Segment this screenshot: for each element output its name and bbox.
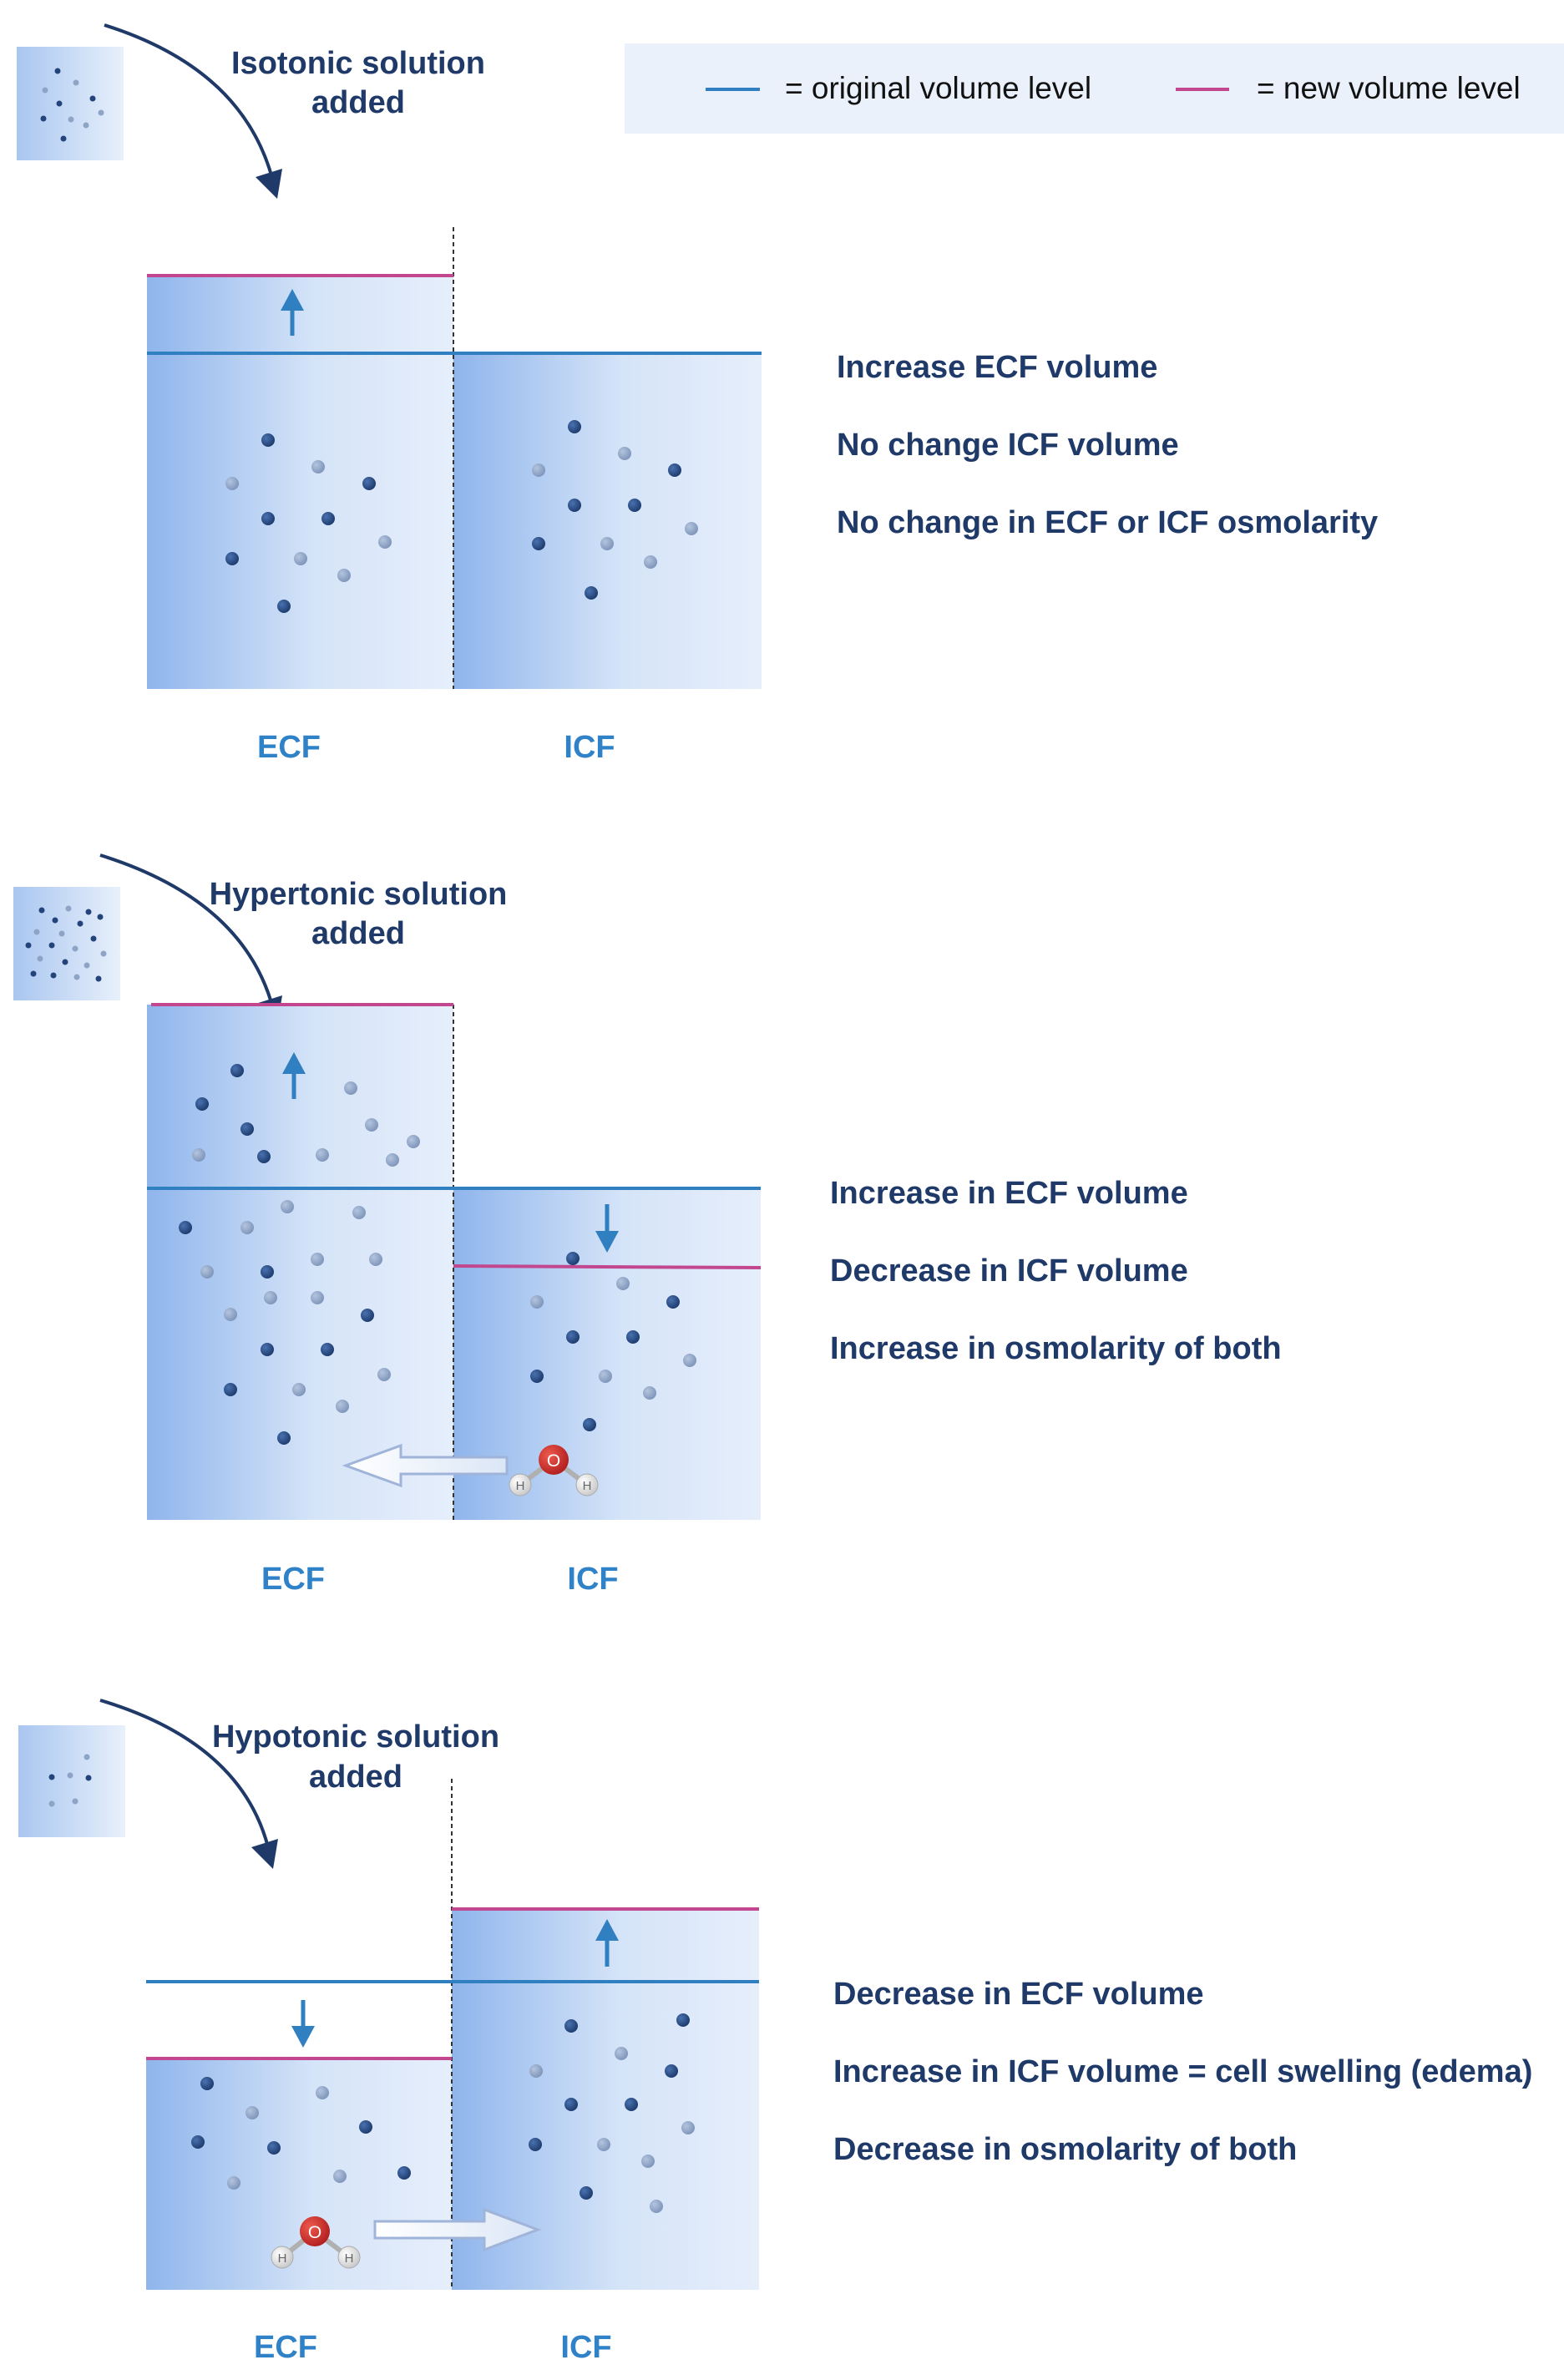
up-arrow-icon (595, 1919, 619, 1967)
solution-icon-hypotonic (18, 1725, 125, 1837)
effect-line-3: Increase in osmolarity of both (830, 1331, 1282, 1366)
particles (191, 2013, 695, 2213)
effect-line-1: Increase ECF volume (837, 350, 1157, 385)
particles (179, 1064, 696, 1445)
effect-line-1: Decrease in ECF volume (833, 1977, 1204, 2012)
flow-curve-arrow-icon (104, 23, 277, 193)
panel-title-line1: Hypertonic solution (210, 877, 508, 912)
panel-isotonic: Isotonic solution added ECF ICF Inc (17, 23, 1378, 765)
new-volume-line-icf (453, 1264, 762, 1269)
panel-hypotonic: Hypotonic solution added (18, 1699, 1532, 2365)
down-arrow-icon (291, 2000, 315, 2048)
panel-title-line2: added (311, 85, 405, 120)
particles (225, 420, 698, 613)
hydrogen-label-left: H (516, 1479, 525, 1493)
water-molecule-icon: O H H (509, 1445, 599, 1496)
effect-line-2: No change ICF volume (837, 428, 1179, 463)
arrowhead-icon (256, 169, 282, 199)
flow-curve-arrow-icon (99, 1699, 273, 1863)
ecf-label: ECF (254, 2330, 317, 2365)
legend-new-label: = new volume level (1257, 71, 1521, 105)
effect-line-2: Increase in ICF volume = cell swelling (… (833, 2054, 1532, 2089)
ecf-label: ECF (261, 1562, 325, 1597)
effect-line-2: Decrease in ICF volume (830, 1253, 1188, 1289)
water-flow-arrow-icon (342, 1443, 509, 1488)
ecf-label: ECF (257, 730, 321, 765)
panel-title-line2: added (311, 916, 405, 951)
legend: = original volume level = new volume lev… (625, 43, 1564, 134)
solution-icon-hypertonic (13, 887, 120, 1000)
effect-line-3: Decrease in osmolarity of both (833, 2132, 1297, 2167)
effect-line-3: No change in ECF or ICF osmolarity (837, 505, 1378, 540)
arrowhead-icon (251, 1839, 278, 1869)
icf-label: ICF (564, 730, 615, 765)
oxygen-label: O (547, 1451, 560, 1471)
solution-icon-isotonic (17, 47, 124, 160)
up-arrow-icon (282, 1052, 306, 1099)
down-arrow-icon (595, 1204, 619, 1253)
panel-title-line2: added (309, 1760, 402, 1795)
water-flow-arrow-icon (373, 2207, 542, 2252)
icf-label: ICF (567, 1562, 618, 1597)
icf-label: ICF (560, 2330, 611, 2365)
up-arrow-icon (281, 289, 304, 336)
water-molecule-icon: O H H (271, 2216, 361, 2269)
ecf-compartment (147, 1005, 453, 1520)
hydrogen-label-left: H (278, 2251, 287, 2266)
ecf-compartment (147, 276, 453, 689)
icf-compartment (453, 353, 762, 689)
legend-original-label: = original volume level (785, 71, 1091, 105)
legend-box (625, 43, 1564, 134)
panel-title-line1: Hypotonic solution (212, 1719, 499, 1755)
flow-curve-arrow-icon (99, 853, 277, 1020)
oxygen-label: O (308, 2223, 321, 2242)
panel-title-line1: Isotonic solution (231, 46, 485, 81)
effect-line-1: Increase in ECF volume (830, 1176, 1188, 1211)
hydrogen-label-right: H (345, 2251, 354, 2266)
hydrogen-label-right: H (583, 1479, 592, 1493)
panel-hypertonic: Hypertonic solution added (13, 853, 1282, 1597)
